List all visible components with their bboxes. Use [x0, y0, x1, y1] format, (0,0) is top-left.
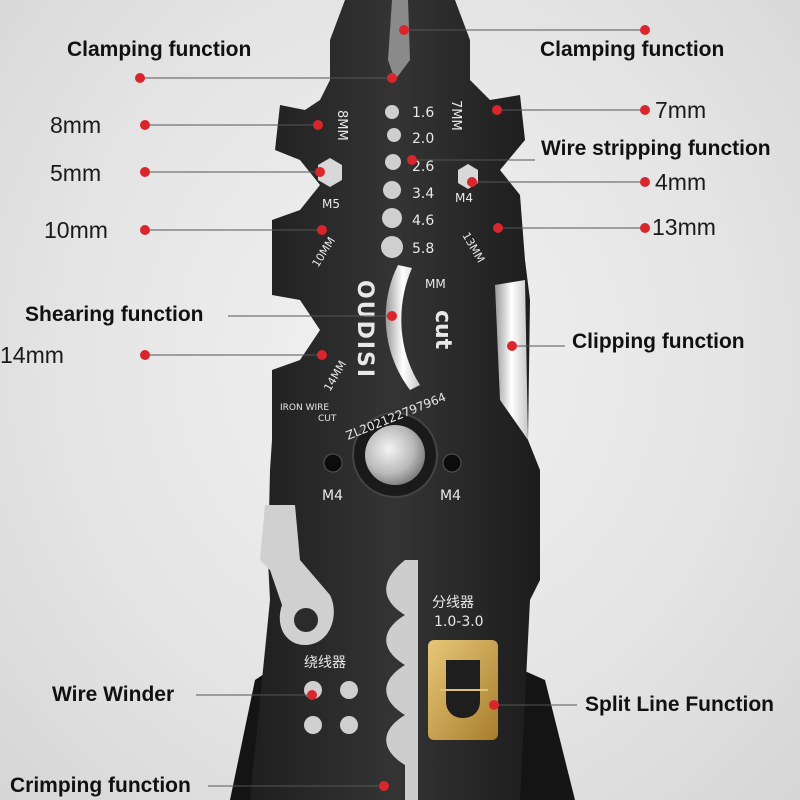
brand-oudisi: OUDISI	[352, 280, 377, 379]
mark-m4-hex: M4	[455, 191, 473, 205]
mark-7mm: 7MM	[448, 100, 463, 131]
label-split-line: Split Line Function	[585, 693, 774, 716]
svg-text:2.6: 2.6	[412, 159, 434, 175]
svg-text:1.6: 1.6	[412, 105, 434, 121]
callout-dots	[135, 25, 650, 791]
mark-winder-cn: 绕线器	[304, 655, 346, 671]
mark-iron-wire: IRON WIRE	[280, 403, 329, 413]
mark-m5: M5	[322, 197, 340, 211]
svg-text:2.0: 2.0	[412, 131, 434, 147]
mark-mm: MM	[425, 277, 446, 291]
label-clamping-right: Clamping function	[540, 38, 725, 61]
screw-hole-left	[323, 453, 343, 473]
label-5mm: 5mm	[50, 160, 102, 186]
mark-cut: cut	[430, 310, 455, 350]
clip-blade	[495, 280, 528, 440]
label-13mm: 13mm	[652, 214, 716, 240]
mark-8mm: 8MM	[334, 110, 349, 141]
mark-iron-wire-cut: CUT	[318, 414, 337, 424]
label-clamping-left: Clamping function	[67, 38, 252, 61]
crimp-wave	[386, 560, 418, 800]
label-8mm: 8mm	[50, 112, 102, 138]
label-shearing: Shearing function	[25, 303, 204, 326]
mark-splitter-cn: 分线器	[432, 595, 474, 611]
label-14mm: 14mm	[0, 342, 64, 368]
leader-lines	[140, 29, 645, 787]
label-7mm: 7mm	[655, 97, 707, 123]
screw-hole-right	[442, 453, 462, 473]
mark-splitter-range: 1.0-3.0	[434, 614, 484, 630]
gauge-notches	[381, 105, 403, 258]
winder-holes	[304, 681, 358, 734]
shear-blade	[385, 265, 420, 390]
label-10mm: 10mm	[44, 217, 108, 243]
mark-m4-right: M4	[440, 488, 461, 504]
svg-text:5.8: 5.8	[412, 241, 434, 257]
mark-m4-left: M4	[322, 488, 343, 504]
svg-text:4.6: 4.6	[412, 213, 434, 229]
label-crimping: Crimping function	[10, 774, 191, 797]
label-clipping: Clipping function	[572, 330, 745, 353]
label-4mm: 4mm	[655, 169, 707, 195]
label-wire-winder: Wire Winder	[52, 683, 175, 706]
gauge-labels: 1.6 2.0 2.6 3.4 4.6 5.8	[412, 105, 434, 257]
svg-text:3.4: 3.4	[412, 186, 434, 202]
lock-lever	[260, 505, 334, 645]
hex-m5	[318, 158, 342, 187]
label-wire-stripping: Wire stripping function	[541, 137, 771, 160]
jaw-gap	[388, 0, 410, 80]
pivot-screw	[365, 425, 425, 485]
